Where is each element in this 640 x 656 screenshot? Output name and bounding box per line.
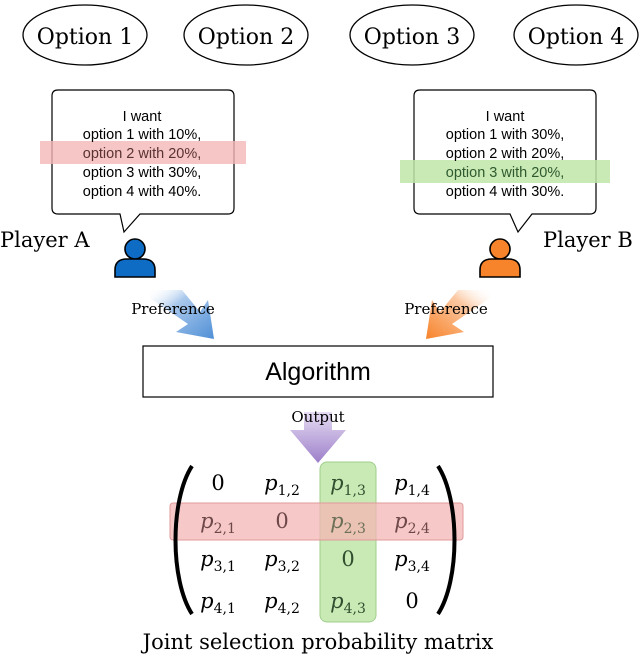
matrix-cell-1-2: p1,2 (264, 471, 300, 499)
matrix-left-bracket (173, 464, 194, 616)
algorithm-box: Algorithm (142, 345, 494, 398)
player-a-label: Player A (0, 228, 90, 252)
player-a-line-2: option 2 with 20%, (83, 146, 202, 162)
player-b-highlight (400, 160, 610, 183)
preference-arrow-right (426, 290, 490, 339)
output-label: Output (291, 408, 344, 426)
option-2-label: Option 2 (198, 25, 294, 50)
matrix-right-bracket (436, 464, 457, 616)
matrix-caption: Joint selection probability matrix (141, 630, 494, 654)
player-b-line-2: option 2 with 20%, (446, 146, 565, 162)
option-4: Option 4 (513, 4, 639, 66)
matrix-cell-4-3: p4,3 (330, 589, 366, 617)
matrix-cell-2-2: 0 (275, 509, 288, 533)
algorithm-label: Algorithm (265, 358, 371, 386)
player-a-speech-bubble: I want option 1 with 10%, option 2 with … (40, 89, 246, 234)
matrix-cells: 0 p1,2 p1,3 p1,4 p2,1 0 p2,3 p2,4 p3,1 p3,2 0 p3,4 p… (200, 471, 430, 617)
player-b-line-0: I want (486, 109, 525, 125)
preference-arrow-left (150, 290, 214, 339)
option-1: Option 1 (22, 4, 148, 66)
player-a-highlight (40, 141, 246, 164)
matrix-cell-1-1: 0 (211, 471, 224, 495)
player-a-user-icon (114, 238, 156, 278)
matrix-cell-4-4: 0 (405, 589, 418, 613)
output-arrow (290, 412, 346, 463)
matrix-row-highlight (169, 502, 464, 541)
player-b-speech-bubble: I want option 1 with 30%, option 2 with … (400, 89, 610, 234)
player-a-line-3: option 3 with 30%, (83, 165, 202, 181)
preference-label-left: Preference (131, 300, 215, 318)
player-b-label: Player B (543, 228, 633, 252)
matrix-cell-4-2: p4,2 (264, 589, 300, 617)
matrix-cell-3-2: p3,2 (264, 547, 300, 575)
option-1-label: Option 1 (37, 25, 133, 50)
matrix-cell-4-1: p4,1 (200, 589, 236, 617)
player-a-line-4: option 4 with 40%. (83, 184, 202, 200)
player-b-line-3: option 3 with 20%, (446, 165, 565, 181)
matrix-cell-3-3: 0 (341, 547, 354, 571)
player-b-user-icon (479, 238, 521, 278)
preference-label-right: Preference (404, 300, 488, 318)
player-a-line-0: I want (123, 109, 162, 125)
matrix-cell-1-3: p1,3 (330, 471, 366, 499)
matrix-cell-1-4: p1,4 (394, 471, 430, 499)
player-a-line-1: option 1 with 10%, (83, 127, 202, 143)
matrix-cell-2-3: p2,3 (330, 509, 366, 537)
option-2: Option 2 (183, 4, 309, 66)
option-3: Option 3 (349, 4, 475, 66)
matrix-cell-2-4: p2,4 (394, 509, 430, 537)
player-b-line-4: option 4 with 30%. (446, 184, 565, 200)
matrix-cell-2-1: p2,1 (200, 509, 236, 537)
matrix-cell-3-4: p3,4 (394, 547, 430, 575)
option-3-label: Option 3 (364, 25, 460, 50)
matrix-cell-3-1: p3,1 (200, 547, 236, 575)
joint-probability-matrix: 0 p1,2 p1,3 p1,4 p2,1 0 p2,3 p2,4 p3,1 p3,2 0 p3,4 p… (169, 461, 464, 623)
option-4-label: Option 4 (528, 25, 624, 50)
matrix-column-highlight (319, 461, 377, 623)
player-b-line-1: option 1 with 30%, (446, 127, 565, 143)
